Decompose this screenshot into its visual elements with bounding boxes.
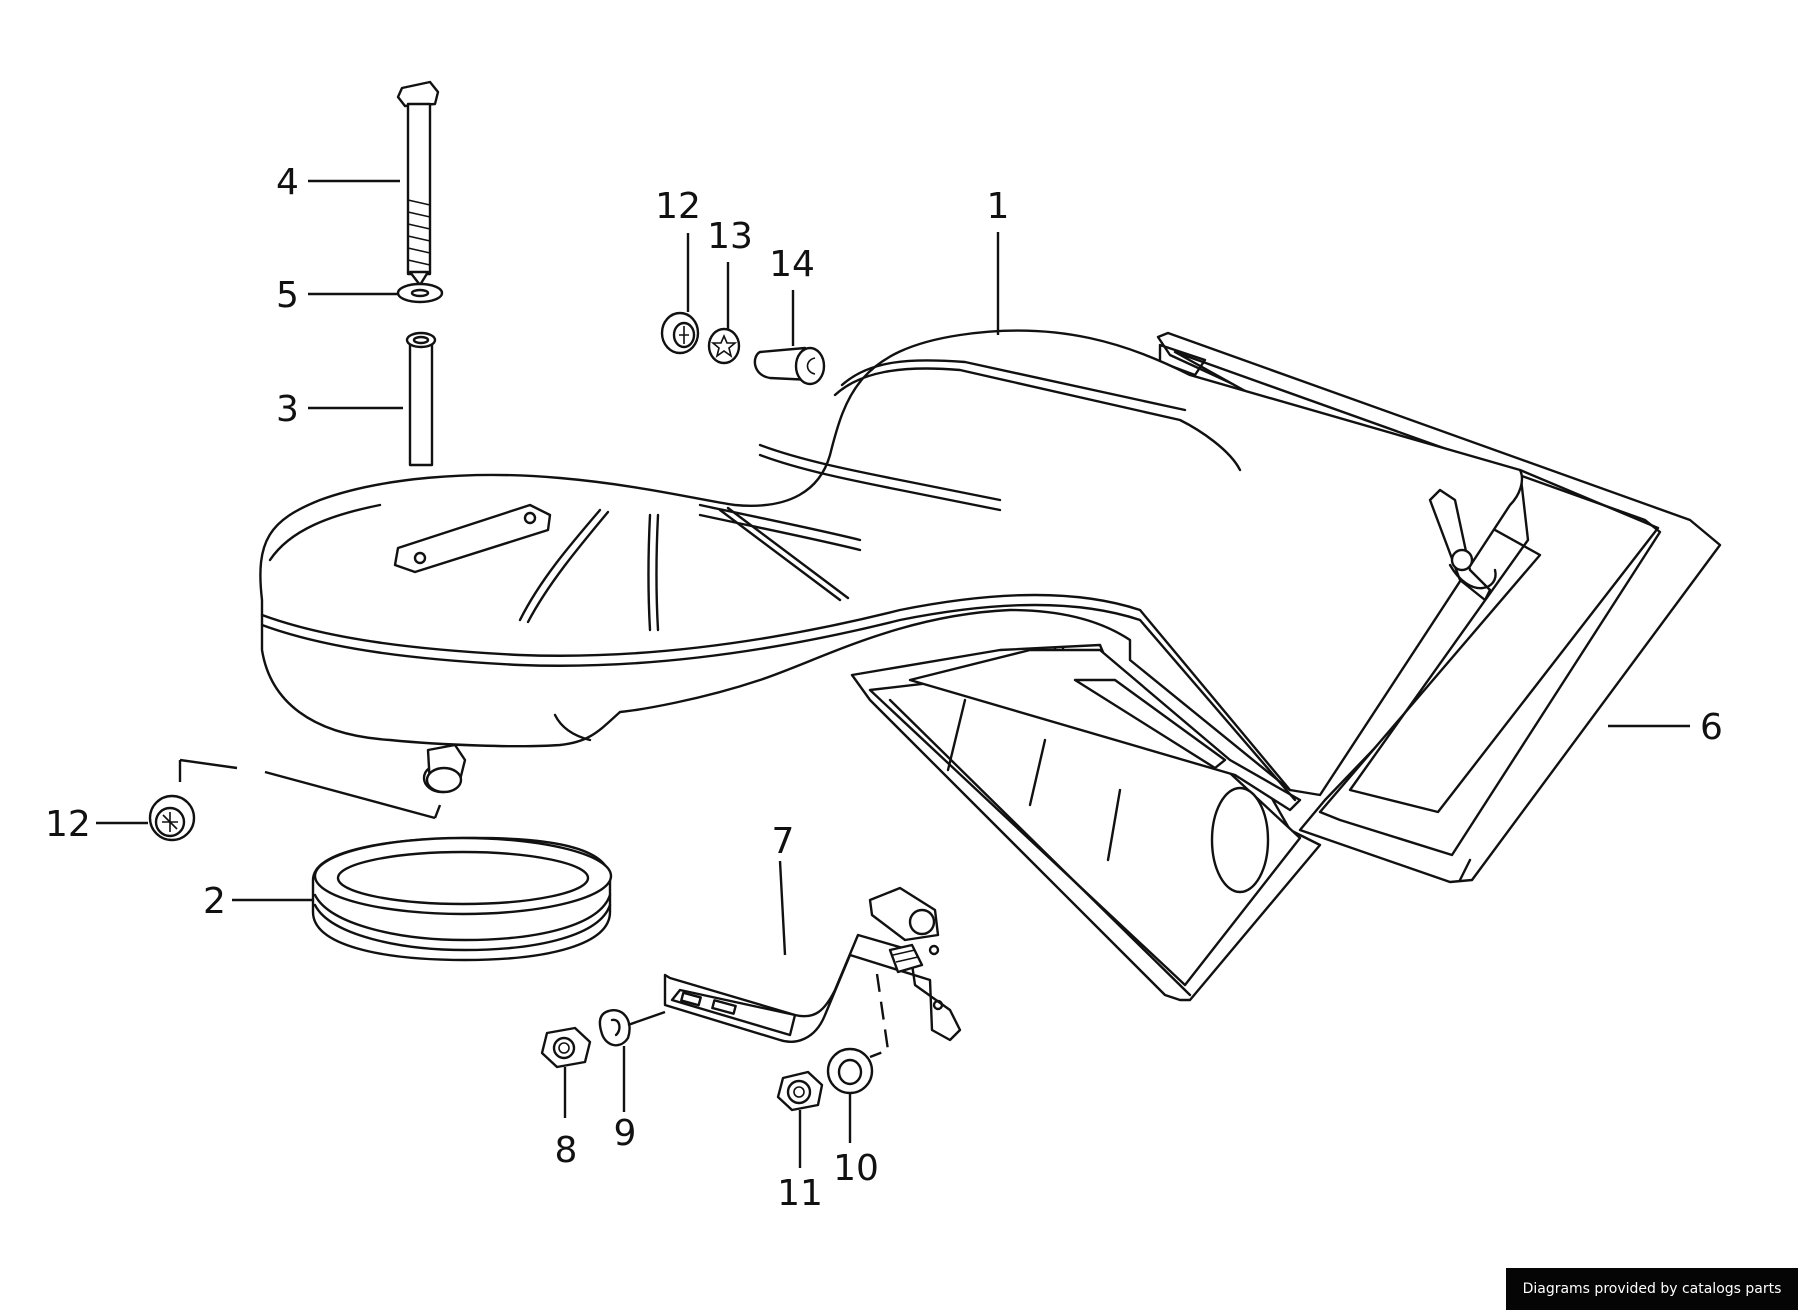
callout-12-lower: 12: [45, 804, 91, 845]
callout-7: 7: [772, 821, 795, 862]
callout-2: 2: [203, 881, 226, 922]
credit-banner: Diagrams provided by catalogs parts: [1506, 1268, 1798, 1310]
lock-washer-9: [598, 1009, 631, 1047]
callout-3: 3: [276, 389, 299, 430]
hex-nut-8: [540, 1026, 592, 1069]
air-filter-lower-housing: [850, 643, 1322, 1002]
star-washer-13: [707, 327, 741, 365]
callout-10: 10: [833, 1148, 879, 1189]
washer-5: [396, 282, 444, 304]
callout-14: 14: [769, 244, 815, 285]
hex-bolt: [396, 80, 440, 287]
callout-13: 13: [707, 216, 753, 257]
air-filter-upper-housing: [259, 329, 1524, 802]
hex-nut-11: [776, 1070, 824, 1112]
washer-10: [826, 1047, 874, 1095]
callout-5: 5: [276, 275, 299, 316]
callout-4: 4: [276, 162, 299, 203]
callout-6: 6: [1700, 707, 1723, 748]
callout-8: 8: [555, 1130, 578, 1171]
callout-12-upper: 12: [655, 186, 701, 227]
callout-1: 1: [987, 186, 1010, 227]
gasket-ring: [311, 836, 613, 962]
grommet-12-upper: [660, 311, 700, 355]
bushing-14: [753, 346, 826, 386]
callout-9: 9: [614, 1113, 637, 1154]
mounting-bracket: [663, 886, 962, 1043]
callout-11: 11: [777, 1173, 823, 1214]
grommet-12-lower: [148, 794, 196, 842]
spacer-sleeve: [405, 331, 437, 467]
